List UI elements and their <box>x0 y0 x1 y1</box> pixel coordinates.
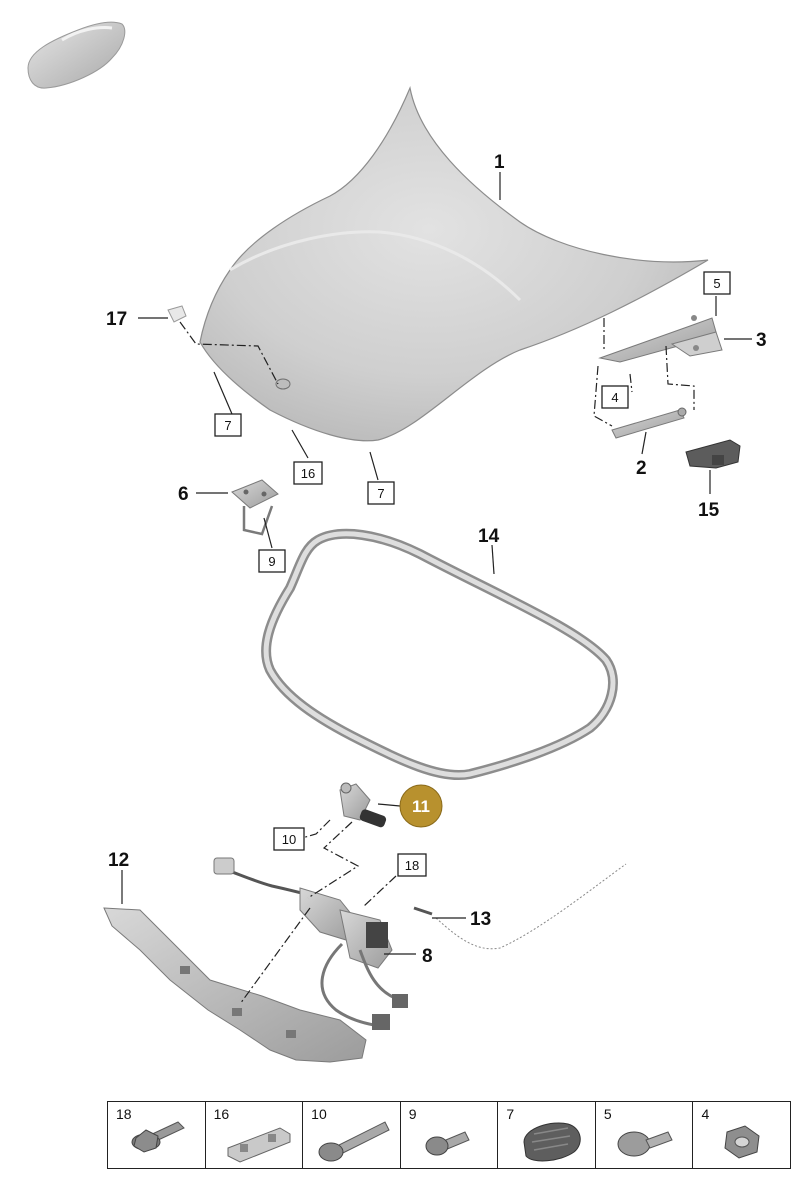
legend-label: 10 <box>311 1106 327 1122</box>
callout-box-18: 18 <box>397 853 427 877</box>
callout-box-16: 16 <box>293 461 323 485</box>
callout-8: 8 <box>422 946 433 967</box>
vehicle-thumbnail-icon <box>27 21 126 89</box>
svg-text:5: 5 <box>713 276 720 291</box>
svg-text:16: 16 <box>301 466 315 481</box>
callout-13: 13 <box>470 909 491 930</box>
cross-member-part-12 <box>103 907 367 1063</box>
svg-text:7: 7 <box>224 418 231 433</box>
legend-cell-18[interactable]: 18 <box>108 1102 206 1168</box>
legend-cell-16[interactable]: 16 <box>206 1102 304 1168</box>
legend-cell-10[interactable]: 10 <box>303 1102 401 1168</box>
release-cable-part-13 <box>413 863 627 950</box>
gas-strut <box>611 407 687 439</box>
callout-12: 12 <box>108 850 129 871</box>
actuator-part-11 <box>339 782 387 828</box>
svg-text:4: 4 <box>611 390 618 405</box>
legend-cell-4[interactable]: 4 <box>693 1102 790 1168</box>
legend-cell-9[interactable]: 9 <box>401 1102 499 1168</box>
callout-box-10: 10 <box>273 827 305 851</box>
leader-lines <box>121 172 752 955</box>
bolt-flange-icon <box>131 1121 185 1153</box>
callout-14: 14 <box>478 526 500 547</box>
short-screw-icon <box>425 1131 470 1156</box>
hood-part <box>199 85 709 442</box>
callout-6: 6 <box>178 484 189 505</box>
callout-box-4: 4 <box>601 385 629 409</box>
svg-text:9: 9 <box>268 554 275 569</box>
svg-text:13: 13 <box>470 909 491 930</box>
svg-text:8: 8 <box>422 946 433 967</box>
callout-box-7-hood-bottom: 7 <box>367 481 395 505</box>
svg-text:3: 3 <box>756 330 767 351</box>
legend-cell-7[interactable]: 7 <box>498 1102 596 1168</box>
legend-label: 7 <box>506 1106 515 1122</box>
callout-3: 3 <box>756 330 767 351</box>
svg-text:11: 11 <box>412 797 430 816</box>
fastener-legend-table: 18 16 10 9 7 5 <box>107 1101 791 1169</box>
legend-label: 9 <box>408 1106 417 1122</box>
long-screw-icon <box>318 1121 390 1162</box>
svg-text:2: 2 <box>636 458 647 479</box>
svg-text:6: 6 <box>178 484 189 505</box>
legend-cell-5[interactable]: 5 <box>596 1102 694 1168</box>
svg-text:18: 18 <box>405 858 419 873</box>
callout-box-9: 9 <box>258 549 286 573</box>
legend-label: 4 <box>701 1106 710 1122</box>
hinge-assembly <box>598 315 723 363</box>
legend-label: 5 <box>603 1106 612 1122</box>
svg-text:15: 15 <box>698 500 720 521</box>
callout-1: 1 <box>494 152 505 173</box>
callout-17: 17 <box>106 309 127 330</box>
callout-11-highlighted[interactable]: 11 <box>399 784 443 828</box>
dashed-assembly-lines <box>179 318 695 1005</box>
svg-text:17: 17 <box>106 309 127 330</box>
callout-box-7-hood-left: 7 <box>214 413 242 437</box>
svg-text:1: 1 <box>494 152 505 173</box>
legend-label: 18 <box>116 1106 132 1122</box>
exploded-parts-diagram: 1 2 3 6 8 12 13 14 15 17 5 4 7 16 7 9 10… <box>27 21 767 1063</box>
legend-label: 16 <box>213 1106 230 1122</box>
lock-assembly-part-8 <box>213 857 408 1030</box>
callout-2: 2 <box>636 458 647 479</box>
svg-text:10: 10 <box>282 832 296 847</box>
washer-screw-icon <box>617 1131 673 1157</box>
callout-15: 15 <box>698 500 720 521</box>
svg-text:14: 14 <box>478 526 500 547</box>
buffer-part <box>685 439 741 469</box>
rubber-buffer-icon <box>523 1122 581 1162</box>
hex-nut-icon <box>724 1125 761 1159</box>
svg-text:12: 12 <box>108 850 129 871</box>
svg-text:7: 7 <box>377 486 384 501</box>
bracket-part-6 <box>231 479 279 536</box>
seal-part-14 <box>261 528 618 781</box>
callout-box-5: 5 <box>703 271 731 295</box>
clip-part-17 <box>167 305 187 323</box>
bracket-clip-icon <box>227 1127 291 1163</box>
